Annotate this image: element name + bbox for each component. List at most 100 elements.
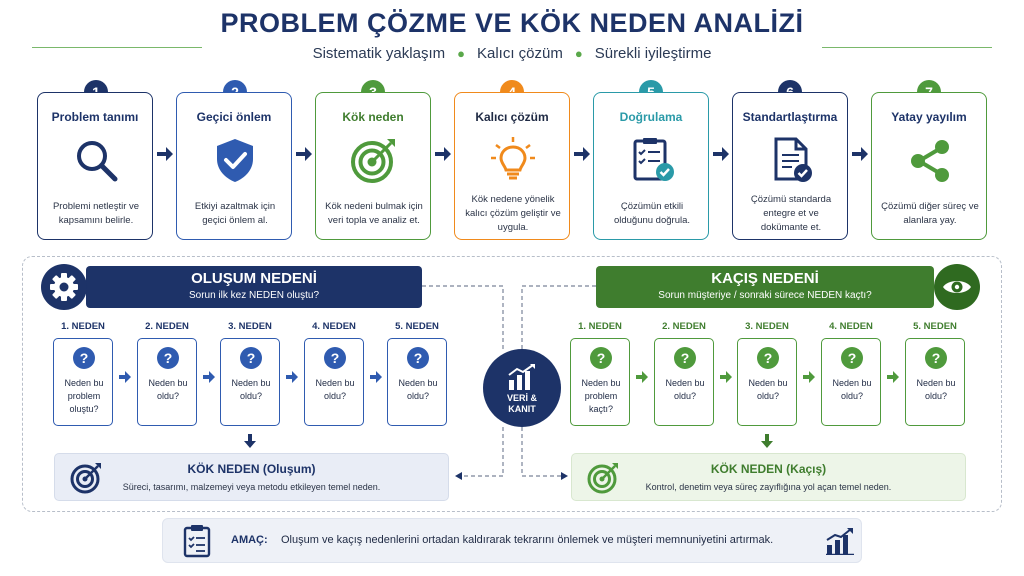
step-card-permanent-solution: Kalıcı çözüm Kök nedene yönelik kalıcı ç…: [454, 92, 570, 240]
root-cause-escape-box: KÖK NEDEN (Kaçış) Kontrol, denetim veya …: [571, 453, 966, 501]
why-box-escape: ? Neden bu problem kaçtı?: [570, 338, 630, 426]
goal-text: Oluşum ve kaçış nedenlerini ortadan kald…: [281, 534, 774, 546]
document-check-icon: [774, 137, 812, 182]
clipboard-icon: [183, 525, 211, 558]
why-box-escape: ? Neden bu oldu?: [821, 338, 881, 426]
share-icon: [911, 140, 949, 182]
occurrence-title: OLUŞUM NEDENİ: [191, 270, 317, 287]
checklist-icon: [633, 138, 674, 181]
step-description: Çözümü diğer süreç ve alanlara yay.: [881, 201, 979, 226]
step-description: Problemi netleştir ve kapsamını belirle.: [52, 201, 140, 226]
arrow-right-icon: [370, 371, 382, 383]
root-cause-desc: Süreci, tasarımı, malzemeyi veya metodu …: [122, 482, 381, 492]
why-label: 5. NEDEN: [395, 321, 439, 332]
why-question: Neden bu oldu?: [398, 378, 438, 401]
why-box-escape: ? Neden bu oldu?: [737, 338, 797, 426]
target-icon: [70, 463, 101, 494]
step-description: Etkiyi azaltmak için geçici önlem al.: [194, 201, 276, 226]
shield-check-icon: [217, 139, 253, 182]
why-box-occurrence: ? Neden bu oldu?: [137, 338, 197, 426]
target-icon: [587, 463, 618, 494]
arrow-right-icon: [636, 371, 648, 383]
arrow-right-icon: [887, 371, 899, 383]
why-label: 1. NEDEN: [578, 321, 622, 332]
why-label: 5. NEDEN: [913, 321, 957, 332]
arrow-right-icon: [296, 147, 312, 161]
why-question: Neden bu problem kaçtı?: [581, 378, 621, 414]
escape-title: KAÇIŞ NEDENİ: [711, 270, 819, 287]
divider-left: [32, 47, 202, 48]
question-icon: ?: [757, 347, 779, 369]
why-box-escape: ? Neden bu oldu?: [654, 338, 714, 426]
arrow-right-icon: [720, 371, 732, 383]
bar-chart-icon: [508, 364, 535, 390]
why-box-occurrence: ? Neden bu problem oluştu?: [53, 338, 113, 426]
question-icon: ?: [407, 347, 429, 369]
root-cause-desc: Kontrol, denetim veya süreç zayıflığına …: [645, 482, 892, 492]
magnifier-icon: [77, 141, 118, 182]
arrow-right-icon: [852, 147, 868, 161]
question-icon: ?: [590, 347, 612, 369]
question-icon: ?: [157, 347, 179, 369]
divider-right: [822, 47, 992, 48]
goal-bar: AMAÇ: Oluşum ve kaçış nedenlerini ortada…: [162, 518, 862, 563]
step-description: Kök nedene yönelik kalıcı çözüm geliştir…: [465, 194, 561, 233]
step-title: Problem tanımı: [51, 110, 139, 124]
question-icon: ?: [674, 347, 696, 369]
arrow-right-icon: [157, 147, 173, 161]
why-box-escape: ? Neden bu oldu?: [905, 338, 965, 426]
step-title: Kalıcı çözüm: [475, 110, 549, 124]
why-label: 4. NEDEN: [829, 321, 873, 332]
growth-chart-icon: [826, 528, 854, 555]
step-card-standardization: Standartlaştırma Çözümü standarda entegr…: [732, 92, 848, 240]
subtitle-item: Sistematik yaklaşım: [312, 45, 446, 62]
root-cause-occurrence-box: KÖK NEDEN (Oluşum) Süreci, tasarımı, mal…: [54, 453, 449, 501]
question-icon: ?: [841, 347, 863, 369]
bullet-dot: ●: [574, 46, 583, 61]
arrow-right-icon: [435, 147, 451, 161]
arrow-right-icon: [713, 147, 729, 161]
arrow-right-icon: [803, 371, 815, 383]
target-icon: [351, 139, 395, 183]
arrow-right-icon: [574, 147, 590, 161]
step-title: Standartlaştırma: [742, 110, 838, 124]
step-card-verification: Doğrulama Çözümün etkili olduğunu doğrul…: [593, 92, 709, 240]
arrow-right-icon: [119, 371, 131, 383]
escape-banner: KAÇIŞ NEDENİ Sorun müşteriye / sonraki s…: [596, 266, 934, 308]
step-card-root-cause: Kök neden Kök nedeni bulmak için veri to…: [315, 92, 431, 240]
step-description: Kök nedeni bulmak için veri topla ve ana…: [325, 201, 423, 226]
why-question: Neden bu oldu?: [231, 378, 271, 401]
why-question: Neden bu oldu?: [748, 378, 788, 401]
arrow-down-icon: [761, 434, 773, 448]
arrow-right-icon: [286, 371, 298, 383]
step-title: Yatay yayılım: [891, 110, 967, 124]
question-icon: ?: [73, 347, 95, 369]
data-evidence-label: VERİ & KANIT: [483, 393, 561, 415]
step-description: Çözümün etkili olduğunu doğrula.: [613, 201, 691, 226]
arrow-down-icon: [244, 434, 256, 448]
step-description: Çözümü standarda entegre et ve dokümante…: [750, 194, 832, 233]
root-cause-title: KÖK NEDEN (Oluşum): [187, 462, 316, 476]
step-card-horizontal-deployment: Yatay yayılım Çözümü diğer süreç ve alan…: [871, 92, 987, 240]
why-question: Neden bu oldu?: [832, 378, 872, 401]
why-label: 2. NEDEN: [662, 321, 706, 332]
why-label: 1. NEDEN: [61, 321, 105, 332]
why-label: 2. NEDEN: [145, 321, 189, 332]
goal-label: AMAÇ:: [231, 534, 268, 546]
why-box-occurrence: ? Neden bu oldu?: [304, 338, 364, 426]
arrow-right-icon: [203, 371, 215, 383]
data-evidence-line2: KANIT: [508, 404, 536, 414]
why-question: Neden bu problem oluştu?: [64, 378, 104, 414]
analysis-panel: [22, 256, 1002, 512]
why-box-occurrence: ? Neden bu oldu?: [220, 338, 280, 426]
page-title: PROBLEM ÇÖZME VE KÖK NEDEN ANALİZİ: [220, 8, 804, 38]
step-title: Doğrulama: [619, 110, 683, 124]
subtitle: Sistematik yaklaşım●Kalıcı çözüm●Sürekli…: [0, 45, 1024, 62]
why-question: Neden bu oldu?: [916, 378, 956, 401]
step-title: Geçici önlem: [196, 110, 272, 124]
why-question: Neden bu oldu?: [148, 378, 188, 401]
gear-icon: [41, 264, 87, 310]
why-label: 4. NEDEN: [312, 321, 356, 332]
why-question: Neden bu oldu?: [315, 378, 355, 401]
step-card-temporary-action: Geçici önlem Etkiyi azaltmak için geçici…: [176, 92, 292, 240]
